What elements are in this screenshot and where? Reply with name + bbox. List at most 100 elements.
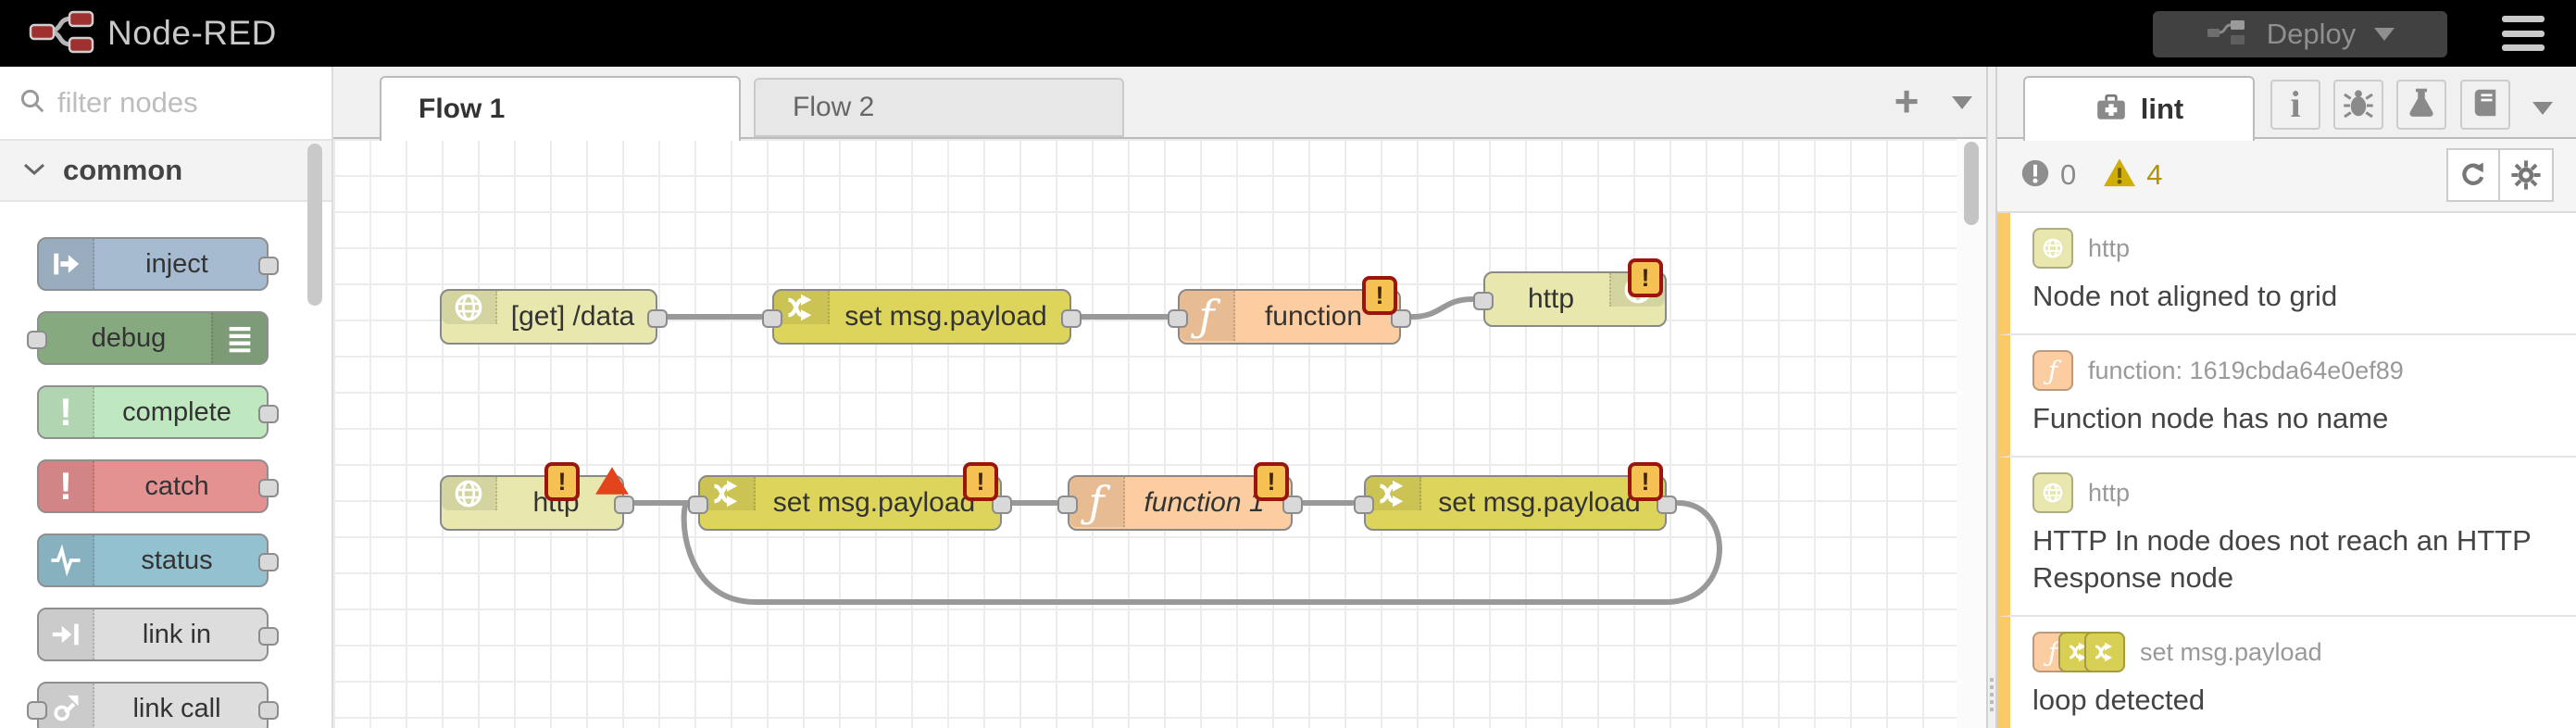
- output-port[interactable]: [258, 257, 279, 275]
- input-port[interactable]: [1057, 496, 1078, 514]
- debug-icon: [211, 313, 267, 363]
- palette-node-link-in[interactable]: link in: [37, 608, 279, 661]
- flow-node-label: function: [1264, 301, 1363, 332]
- lint-tab-label: lint: [2140, 93, 2184, 125]
- output-port[interactable]: [258, 627, 279, 646]
- error-count: 0: [2060, 158, 2077, 191]
- input-port[interactable]: [27, 331, 47, 349]
- issue-message: loop detected: [2032, 684, 2206, 716]
- flow-node-httpres1[interactable]: http!: [1473, 258, 1667, 327]
- add-flow-button[interactable]: +: [1894, 77, 1919, 125]
- issue-node-label: http: [2088, 233, 2131, 262]
- sidebar-tab-bug[interactable]: [2333, 80, 2383, 130]
- palette-node-label: debug: [91, 322, 167, 353]
- book-icon: [2469, 86, 2502, 124]
- flow-node-func1[interactable]: ƒ function!: [1168, 276, 1411, 345]
- output-port[interactable]: [258, 405, 279, 423]
- flow-node-change2[interactable]: set msg.payload!: [688, 462, 1012, 531]
- palette-node-status[interactable]: status: [37, 533, 279, 587]
- canvas-scrollbar[interactable]: [1964, 142, 1979, 225]
- app-title: Node-RED: [107, 14, 277, 52]
- app-header: Node-RED Deploy: [0, 0, 2576, 67]
- flow-list-chevron-icon[interactable]: [1952, 96, 1972, 109]
- palette-node-inject[interactable]: inject: [37, 237, 279, 291]
- output-port[interactable]: [614, 496, 634, 514]
- function-icon: ƒ: [1069, 477, 1125, 527]
- lint-issue[interactable]: ƒ function: 1619cbda64e0ef89 Function no…: [1997, 335, 2576, 458]
- palette-node-label: catch: [144, 471, 209, 501]
- output-port[interactable]: [647, 309, 668, 328]
- deploy-label: Deploy: [2266, 18, 2357, 50]
- main-menu-button[interactable]: [2502, 16, 2545, 51]
- link-call-icon: [39, 684, 94, 728]
- function-icon: ƒ: [1180, 291, 1235, 341]
- shuffle-icon: [1366, 477, 1421, 510]
- input-port[interactable]: [27, 701, 47, 720]
- settings-gear-button[interactable]: [2500, 148, 2554, 202]
- issue-head: http: [2032, 472, 2557, 513]
- wires-layer: [632, 296, 1722, 605]
- palette-node-debug[interactable]: debug: [27, 311, 269, 365]
- error-triangle-icon: [594, 466, 630, 500]
- output-port[interactable]: [992, 496, 1012, 514]
- flow-node-label: set msg.payload: [844, 301, 1047, 332]
- palette-node-complete[interactable]: !complete: [37, 385, 279, 439]
- warning-badge-icon: !: [1628, 462, 1663, 501]
- palette-node-label: link in: [142, 619, 212, 649]
- input-port[interactable]: [1473, 292, 1494, 310]
- wire[interactable]: [1409, 296, 1475, 320]
- palette-category-common[interactable]: common: [0, 141, 331, 202]
- issue-head: ƒ function: 1619cbda64e0ef89: [2032, 350, 2557, 391]
- exclaim-icon: !: [39, 387, 94, 437]
- input-port[interactable]: [762, 309, 782, 328]
- sidebar-tab-book[interactable]: [2460, 80, 2510, 130]
- flow-canvas[interactable]: [get] /data set msg.payload ƒ function! http…: [333, 139, 1957, 728]
- palette-filter-input[interactable]: [57, 86, 298, 119]
- output-port[interactable]: [1282, 496, 1303, 514]
- palette-node-catch[interactable]: !catch: [37, 459, 279, 513]
- warning-count: 4: [2146, 158, 2163, 191]
- output-port[interactable]: [258, 701, 279, 720]
- pulse-icon: [39, 535, 94, 585]
- sidebar-tab-flask[interactable]: [2396, 80, 2446, 130]
- flow-tab-Flow-1[interactable]: Flow 1: [380, 76, 741, 141]
- sidebar-tabs-chevron-icon[interactable]: [2532, 102, 2553, 115]
- flow-node-httpin2[interactable]: http!: [440, 462, 634, 531]
- lint-actions: [2446, 148, 2554, 202]
- flow-node-change3[interactable]: set msg.payload!: [1354, 462, 1677, 531]
- issue-message: HTTP In node does not reach an HTTP Resp…: [2032, 524, 2532, 594]
- flow-tab-Flow-2[interactable]: Flow 2: [754, 78, 1124, 137]
- output-port[interactable]: [258, 479, 279, 497]
- refresh-button[interactable]: [2446, 148, 2500, 202]
- flask-icon: [2405, 86, 2438, 124]
- sidebar-tab-info[interactable]: i: [2270, 80, 2320, 130]
- output-port[interactable]: [1657, 496, 1677, 514]
- palette-node-link-call[interactable]: link call: [27, 682, 279, 728]
- input-port[interactable]: [1168, 309, 1188, 328]
- palette-scrollbar[interactable]: [307, 144, 322, 306]
- input-port[interactable]: [688, 496, 708, 514]
- lint-issue[interactable]: http Node not aligned to grid: [1997, 213, 2576, 335]
- output-port[interactable]: [1391, 309, 1411, 328]
- output-port[interactable]: [258, 553, 279, 571]
- http-node-icon: [2032, 228, 2073, 269]
- flow-node-httpin1[interactable]: [get] /data: [440, 289, 668, 345]
- issue-node-label: set msg.payload: [2140, 637, 2322, 666]
- warning-badge-icon: !: [1362, 276, 1397, 315]
- deploy-button[interactable]: Deploy: [2153, 11, 2447, 57]
- deploy-icon: [2206, 19, 2248, 51]
- deploy-options-chevron-icon[interactable]: [2374, 28, 2395, 41]
- output-port[interactable]: [1061, 309, 1082, 328]
- sidebar-resize-handle[interactable]: [1986, 67, 1997, 728]
- lint-issue[interactable]: http HTTP In node does not reach an HTTP…: [1997, 458, 2576, 617]
- lint-issue[interactable]: ƒ set msg.payload loop detected: [1997, 617, 2576, 728]
- flow-node-change1[interactable]: set msg.payload: [762, 289, 1082, 345]
- input-port[interactable]: [1354, 496, 1374, 514]
- sidebar-tab-lint[interactable]: lint: [2023, 76, 2255, 141]
- sidebar-tab-bar: lint i: [1997, 67, 2576, 141]
- warning-badge-icon: !: [1254, 462, 1289, 501]
